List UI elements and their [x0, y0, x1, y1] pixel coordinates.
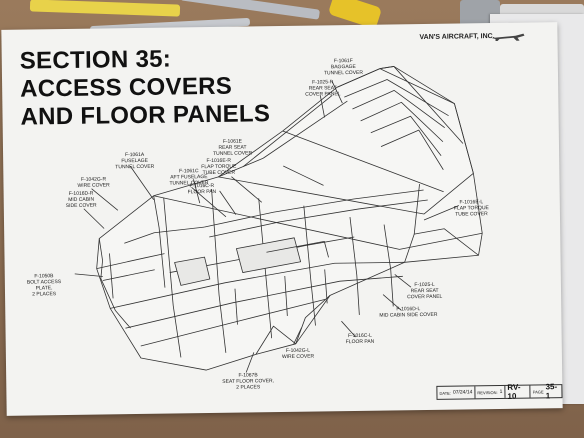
title-block-revision: REVISION:1: [475, 385, 506, 399]
callout-flap-torque-tube-cover-l: F-1016E-L FLAP TORQUE TUBE COVER: [453, 199, 489, 218]
manual-page: SECTION 35: ACCESS COVERS AND FLOOR PANE…: [1, 22, 563, 416]
callout-seat-floor-cover: F-1067B SEAT FLOOR COVER, 2 PLACES: [222, 372, 275, 391]
callout-wire-cover-r: F-1042G-R WIRE COVER: [77, 176, 110, 189]
callout-wire-cover-l: F-1042G-L WIRE COVER: [281, 347, 315, 361]
callout-floor-pan-l: F-1016C-L FLOOR PAN: [345, 332, 375, 346]
airplane-logo-icon: [491, 33, 525, 42]
callout-mid-cabin-side-cover-l: F-1016D-L MID CABIN SIDE COVER: [379, 306, 438, 319]
callout-baggage-tunnel-cover: F-1061F BAGGAGE TUNNEL COVER: [323, 57, 364, 77]
callout-fuselage-tunnel-cover: F-1061A FUSELAGE TUNNEL COVER: [115, 151, 155, 171]
callout-floor-pan-r: F-1016C-R FLOOR PAN: [187, 182, 217, 196]
title-block-date: DATE:07/24/14: [437, 386, 476, 399]
title-block-model: RV-10: [505, 383, 531, 401]
callout-rear-seat-cover-panel-r: F-1025-R REAR SEAT COVER PANEL: [305, 79, 341, 98]
callout-rear-seat-tunnel-cover: F-1061E REAR SEAT TUNNEL COVER: [213, 138, 253, 157]
callout-rear-seat-cover-panel-l: F-1025-L REAR SEAT COVER PANEL: [407, 281, 443, 301]
fuselage-isometric-drawing: [74, 66, 483, 373]
callout-mid-cabin-side-cover-r: F-1016D-R MID CABIN SIDE COVER: [65, 190, 97, 210]
callout-bolt-access-plate: F-1050B BOLT ACCESS PLATE, 2 PLACES: [26, 273, 62, 298]
